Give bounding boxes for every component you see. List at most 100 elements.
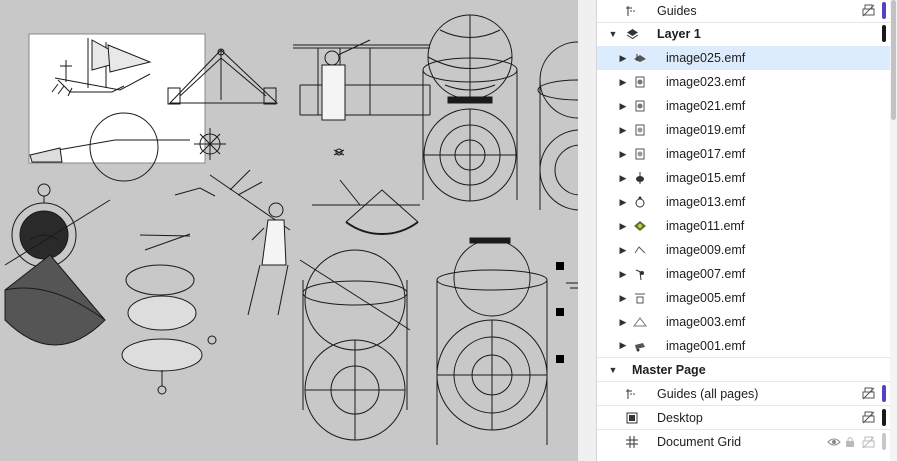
object-item[interactable]: ▶ image019.emf	[597, 118, 890, 142]
expand-triangle-icon[interactable]: ▶	[619, 220, 627, 231]
print-disabled-icon[interactable]	[861, 411, 875, 425]
master-page[interactable]: ▼ Master Page	[597, 358, 890, 382]
layer-color-swatch[interactable]	[882, 433, 886, 450]
sphere-diagram-1	[422, 14, 518, 202]
object-label: image021.emf	[666, 99, 746, 113]
object-label: image017.emf	[666, 147, 746, 161]
scrollbar-thumb[interactable]	[891, 0, 896, 120]
image-thumbnail-icon	[633, 339, 647, 353]
truss-illustration	[167, 48, 279, 105]
image-thumbnail-icon	[633, 51, 647, 65]
panel-border	[596, 0, 597, 461]
object-label: image025.emf	[666, 51, 746, 65]
object-item[interactable]: ▶ image001.emf	[597, 334, 890, 358]
object-label: image011.emf	[666, 219, 745, 233]
layer-guides[interactable]: Guides	[597, 0, 890, 23]
object-item[interactable]: ▶ image007.emf	[597, 262, 890, 286]
image-thumbnail-icon	[633, 195, 647, 209]
astrolabe-plates	[121, 233, 217, 395]
object-item[interactable]: ▶ image017.emf	[597, 142, 890, 166]
man-with-cross-staff	[174, 169, 291, 316]
collapse-triangle-icon[interactable]: ▼	[608, 364, 618, 375]
observation-illustration	[29, 112, 226, 182]
sphere-diagram-2	[537, 41, 578, 211]
observer-railing	[293, 39, 431, 121]
print-disabled-icon[interactable]	[861, 435, 875, 449]
layer-desktop[interactable]: Desktop	[597, 406, 890, 430]
object-item[interactable]: ▶ image021.emf	[597, 94, 890, 118]
layer-label: Desktop	[657, 410, 703, 425]
object-label: image023.emf	[666, 75, 746, 89]
object-item[interactable]: ▶ image009.emf	[597, 238, 890, 262]
dial-instrument	[4, 183, 111, 268]
drawing-canvas[interactable]	[0, 0, 578, 461]
object-label: image015.emf	[666, 171, 746, 185]
object-item[interactable]: ▶ image011.emf	[597, 214, 890, 238]
guides-icon	[625, 387, 639, 401]
objects-panel: Guides ▼ Layer 1 ▶ image025.emf ▶ image0…	[597, 0, 897, 461]
expand-triangle-icon[interactable]: ▶	[619, 340, 627, 350]
object-label: image003.emf	[666, 315, 746, 329]
layer-label: Layer 1	[657, 27, 701, 41]
image-thumbnail-icon	[633, 99, 647, 113]
object-label: image007.emf	[666, 267, 746, 281]
print-disabled-icon[interactable]	[861, 387, 875, 401]
object-label: image019.emf	[666, 123, 746, 137]
expand-triangle-icon[interactable]: ▶	[619, 76, 627, 87]
expand-triangle-icon[interactable]: ▶	[619, 148, 627, 159]
sphere-diagram-3	[299, 249, 411, 441]
fan-diagram	[4, 254, 106, 346]
layer-stack-icon	[625, 27, 639, 41]
grid-icon	[625, 435, 639, 449]
object-item[interactable]: ▶ image025.emf	[597, 46, 890, 70]
layer-label: Document Grid	[657, 435, 742, 449]
layer-color-swatch[interactable]	[882, 2, 886, 19]
ship-illustration	[51, 38, 152, 97]
expand-triangle-icon[interactable]: ▶	[619, 244, 627, 255]
image-thumbnail-icon	[633, 123, 647, 137]
image-thumbnail-icon	[633, 171, 647, 185]
object-item[interactable]: ▶ image015.emf	[597, 166, 890, 190]
object-item[interactable]: ▶ image013.emf	[597, 190, 890, 214]
layer-label: Guides	[657, 3, 697, 18]
image-thumbnail-icon	[633, 219, 647, 233]
image-thumbnail-icon	[633, 291, 647, 305]
quadrant-instrument	[312, 148, 420, 235]
layer-color-swatch[interactable]	[882, 409, 886, 426]
panel-scrollbar[interactable]	[890, 0, 897, 461]
expand-triangle-icon[interactable]: ▶	[619, 268, 627, 279]
image-thumbnail-icon	[633, 315, 647, 329]
layer-document-grid[interactable]: Document Grid	[597, 430, 890, 454]
panel-splitter[interactable]	[578, 0, 596, 461]
expand-triangle-icon[interactable]: ▶	[619, 124, 627, 135]
expand-triangle-icon[interactable]: ▶	[619, 292, 627, 303]
layer-guides-all-pages[interactable]: Guides (all pages)	[597, 382, 890, 406]
expand-triangle-icon[interactable]: ▶	[619, 52, 627, 63]
collapse-triangle-icon[interactable]: ▼	[608, 29, 618, 39]
object-label: image013.emf	[666, 195, 746, 209]
expand-triangle-icon[interactable]: ▶	[619, 100, 627, 111]
object-label: image009.emf	[666, 243, 746, 257]
object-item[interactable]: ▶ image003.emf	[597, 310, 890, 334]
expand-triangle-icon[interactable]: ▶	[619, 196, 627, 207]
object-item[interactable]: ▶ image005.emf	[597, 286, 890, 310]
guides-icon	[625, 4, 639, 18]
layer-color-swatch[interactable]	[882, 385, 886, 402]
expand-triangle-icon[interactable]: ▶	[619, 172, 627, 183]
image-thumbnail-icon	[633, 75, 647, 89]
image-thumbnail-icon	[633, 267, 647, 281]
layer-1[interactable]: ▼ Layer 1	[597, 22, 890, 46]
lock-icon[interactable]	[843, 435, 857, 449]
image-thumbnail-icon	[633, 147, 647, 161]
layer-color-swatch[interactable]	[882, 25, 886, 42]
master-page-label: Master Page	[632, 362, 706, 377]
desktop-icon	[625, 411, 639, 425]
eye-icon[interactable]	[827, 435, 841, 449]
sphere-diagram-4	[436, 237, 548, 445]
object-label: image001.emf	[666, 338, 746, 353]
print-disabled-icon[interactable]	[861, 4, 875, 18]
canvas-artwork	[4, 14, 578, 445]
expand-triangle-icon[interactable]: ▶	[619, 316, 627, 327]
image-thumbnail-icon	[633, 243, 647, 257]
object-item[interactable]: ▶ image023.emf	[597, 70, 890, 94]
